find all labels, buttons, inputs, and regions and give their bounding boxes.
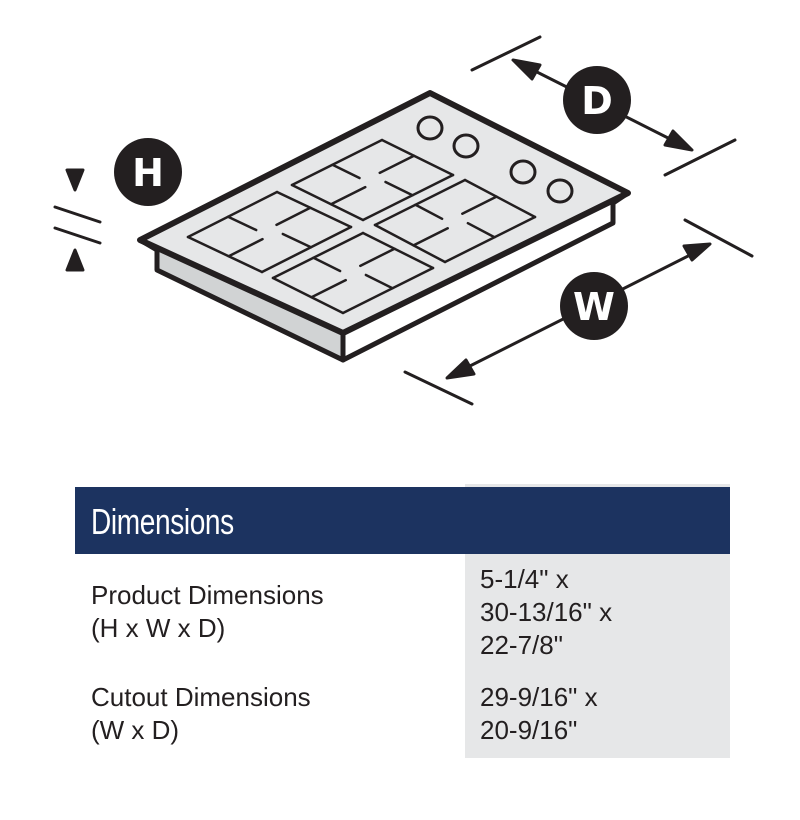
height-badge: H bbox=[114, 138, 182, 206]
control-knobs bbox=[416, 115, 574, 204]
burner-grate-icon bbox=[271, 231, 435, 315]
row-label: Cutout Dimensions (W x D) bbox=[91, 682, 311, 745]
svg-text:H: H bbox=[132, 151, 164, 195]
knob-icon bbox=[416, 115, 444, 141]
cooktop-diagram: H D W bbox=[53, 35, 754, 406]
table-title: Dimensions bbox=[91, 501, 234, 542]
knob-icon bbox=[509, 159, 537, 185]
knob-icon bbox=[452, 133, 480, 159]
svg-text:D: D bbox=[581, 79, 613, 123]
dimensions-table: Dimensions Product Dimensions (H x W x D… bbox=[75, 484, 730, 758]
row-label: Product Dimensions (H x W x D) bbox=[91, 580, 324, 643]
height-dimension bbox=[53, 168, 102, 272]
burner-grate-icon bbox=[373, 178, 537, 264]
row-value: 5-1/4" x 30-13/16" x 22-7/8" bbox=[480, 564, 613, 660]
burner-grate-icon bbox=[186, 190, 353, 274]
table-header: Dimensions bbox=[75, 487, 730, 554]
svg-text:W: W bbox=[573, 285, 615, 329]
knob-icon bbox=[546, 178, 574, 204]
burner-grate-icon bbox=[290, 138, 455, 222]
width-badge: W bbox=[560, 272, 628, 340]
depth-badge: D bbox=[563, 66, 631, 134]
row-value: 29-9/16" x 20-9/16" bbox=[480, 682, 598, 745]
